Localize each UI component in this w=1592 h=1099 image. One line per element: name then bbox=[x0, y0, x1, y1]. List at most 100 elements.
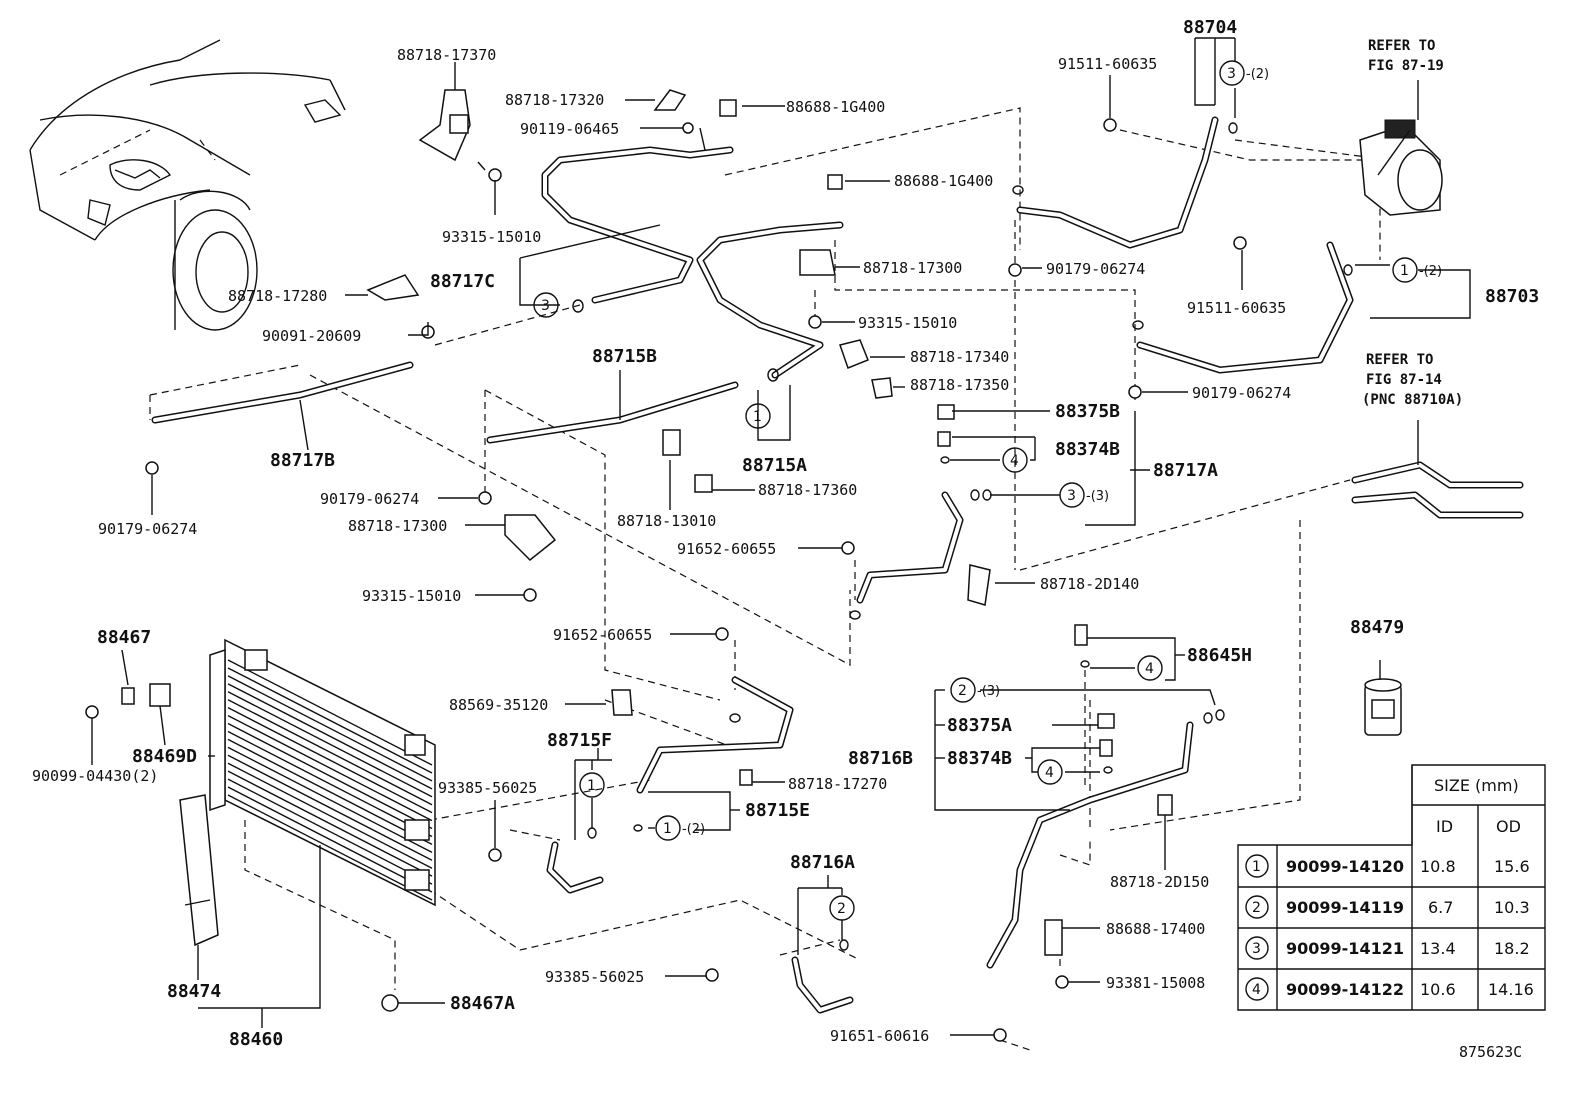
table-header-id: ID bbox=[1436, 817, 1453, 836]
label-88717B: 88717B bbox=[270, 450, 335, 471]
label-90119-06465: 90119-06465 bbox=[520, 120, 619, 138]
label-88374B-top: 88374B bbox=[1055, 439, 1120, 460]
svg-text:14.16: 14.16 bbox=[1488, 980, 1534, 999]
label-91652-60655-bottom: 91652-60655 bbox=[553, 626, 652, 644]
label-88688-1G400-mid: 88688-1G400 bbox=[894, 172, 993, 190]
label-93381-15008: 93381-15008 bbox=[1106, 974, 1205, 992]
svg-text:10.6: 10.6 bbox=[1420, 980, 1456, 999]
svg-text:90099-14120: 90099-14120 bbox=[1286, 857, 1404, 876]
label-90179-06274-right: 90179-06274 bbox=[1192, 384, 1291, 402]
callout-2-88716A: 2 bbox=[829, 895, 855, 921]
svg-text:90099-14119: 90099-14119 bbox=[1286, 898, 1404, 917]
svg-text:4: 4 bbox=[1010, 453, 1019, 469]
svg-text:2: 2 bbox=[837, 901, 846, 917]
callout-2-88716B: 2 -(3) bbox=[950, 677, 1000, 703]
svg-text:13.4: 13.4 bbox=[1420, 939, 1456, 958]
label-93315-15010-mid: 93315-15010 bbox=[858, 314, 957, 332]
svg-text:15.6: 15.6 bbox=[1494, 857, 1530, 876]
label-88715F: 88715F bbox=[547, 730, 612, 751]
label-88479: 88479 bbox=[1350, 617, 1404, 638]
label-88718-17300-left: 88718-17300 bbox=[348, 517, 447, 535]
refer-87-14-line3: (PNC 88710A) bbox=[1362, 392, 1463, 408]
label-90091-20609: 90091-20609 bbox=[262, 327, 361, 345]
callout-3-88717C: 3 bbox=[533, 292, 559, 318]
svg-text:-(2): -(2) bbox=[682, 822, 705, 837]
svg-text:4: 4 bbox=[1045, 765, 1054, 781]
vehicle-illustration bbox=[29, 39, 346, 331]
label-90179-06274-top-right: 90179-06274 bbox=[1046, 260, 1145, 278]
label-88716B: 88716B bbox=[848, 748, 913, 769]
label-88718-2D150: 88718-2D150 bbox=[1110, 873, 1209, 891]
callout-3-88704: 3 -(2) bbox=[1219, 60, 1269, 86]
refer-87-14-line2: FIG 87-14 bbox=[1366, 372, 1442, 388]
svg-text:1: 1 bbox=[1252, 859, 1261, 875]
dashed-guides bbox=[149, 107, 1391, 1051]
refer-87-19-line1: REFER TO bbox=[1368, 38, 1435, 54]
reference-notes: REFER TO FIG 87-19 REFER TO FIG 87-14 (P… bbox=[1362, 38, 1463, 408]
svg-text:2: 2 bbox=[958, 683, 967, 699]
label-88715A: 88715A bbox=[742, 455, 807, 476]
callout-1-88703: 1 -(2) bbox=[1392, 257, 1442, 283]
refrigerant-pipes bbox=[151, 116, 1524, 1014]
svg-text:-(2): -(2) bbox=[1419, 264, 1442, 279]
small-parts bbox=[85, 89, 1443, 1042]
label-93385-56025-top: 93385-56025 bbox=[438, 779, 537, 797]
label-88718-17350: 88718-17350 bbox=[910, 376, 1009, 394]
label-88375A: 88375A bbox=[947, 715, 1012, 736]
label-88718-17360: 88718-17360 bbox=[758, 481, 857, 499]
label-88717C: 88717C bbox=[430, 271, 495, 292]
label-88718-2D140: 88718-2D140 bbox=[1040, 575, 1139, 593]
svg-text:3: 3 bbox=[541, 298, 550, 314]
svg-text:3: 3 bbox=[1067, 488, 1076, 504]
label-88715B: 88715B bbox=[592, 346, 657, 367]
callout-1-88715F: 1 bbox=[579, 772, 605, 798]
table-row: 3 90099-14121 13.4 18.2 bbox=[1245, 936, 1530, 960]
svg-text:1: 1 bbox=[1400, 263, 1409, 279]
label-88569-35120: 88569-35120 bbox=[449, 696, 548, 714]
svg-text:-(3): -(3) bbox=[977, 684, 1000, 699]
callout-3-88717A: 3 -(3) bbox=[1059, 482, 1109, 508]
callout-4-88374B-top: 4 bbox=[1002, 447, 1028, 473]
label-91651-60616: 91651-60616 bbox=[830, 1027, 929, 1045]
label-91511-60635-top: 91511-60635 bbox=[1058, 55, 1157, 73]
label-88716A: 88716A bbox=[790, 852, 855, 873]
svg-text:4: 4 bbox=[1145, 661, 1154, 677]
label-88704: 88704 bbox=[1183, 17, 1237, 38]
label-88375B: 88375B bbox=[1055, 401, 1120, 422]
svg-text:2: 2 bbox=[1252, 900, 1261, 916]
label-88645H: 88645H bbox=[1187, 645, 1252, 666]
label-90099-04430: 90099-04430(2) bbox=[32, 767, 158, 785]
table-row: 2 90099-14119 6.7 10.3 bbox=[1245, 895, 1530, 919]
label-88460: 88460 bbox=[229, 1029, 283, 1050]
table-header-od: OD bbox=[1496, 817, 1521, 836]
label-88703: 88703 bbox=[1485, 286, 1539, 307]
refer-87-14-line1: REFER TO bbox=[1366, 352, 1433, 368]
label-88688-1G400-top: 88688-1G400 bbox=[786, 98, 885, 116]
label-90179-06274-mid: 90179-06274 bbox=[320, 490, 419, 508]
label-88718-17320: 88718-17320 bbox=[505, 91, 604, 109]
label-88474: 88474 bbox=[167, 981, 221, 1002]
label-88718-17300-top: 88718-17300 bbox=[863, 259, 962, 277]
svg-text:10.8: 10.8 bbox=[1420, 857, 1456, 876]
label-88717A: 88717A bbox=[1153, 460, 1218, 481]
svg-text:1: 1 bbox=[753, 409, 762, 425]
svg-text:90099-14122: 90099-14122 bbox=[1286, 980, 1404, 999]
callout-4-88374B-bottom: 4 bbox=[1037, 759, 1063, 785]
svg-text:1: 1 bbox=[663, 821, 672, 837]
label-93315-15010-bottom: 93315-15010 bbox=[362, 587, 461, 605]
label-88718-17370: 88718-17370 bbox=[397, 46, 496, 64]
svg-text:3: 3 bbox=[1227, 66, 1236, 82]
label-93385-56025-bottom: 93385-56025 bbox=[545, 968, 644, 986]
label-88718-13010: 88718-13010 bbox=[617, 512, 716, 530]
table-row: 1 90099-14120 10.8 15.6 bbox=[1245, 854, 1530, 878]
table-header-size: SIZE (mm) bbox=[1434, 776, 1519, 795]
label-91652-60655-top: 91652-60655 bbox=[677, 540, 776, 558]
label-88718-17280: 88718-17280 bbox=[228, 287, 327, 305]
callout-1-88715A: 1 bbox=[745, 403, 771, 429]
callout-4-88645H: 4 bbox=[1137, 655, 1163, 681]
label-88374B-bottom: 88374B bbox=[947, 748, 1012, 769]
label-91511-60635-right: 91511-60635 bbox=[1187, 299, 1286, 317]
label-88715E: 88715E bbox=[745, 800, 810, 821]
svg-text:90099-14121: 90099-14121 bbox=[1286, 939, 1404, 958]
svg-text:10.3: 10.3 bbox=[1494, 898, 1530, 917]
